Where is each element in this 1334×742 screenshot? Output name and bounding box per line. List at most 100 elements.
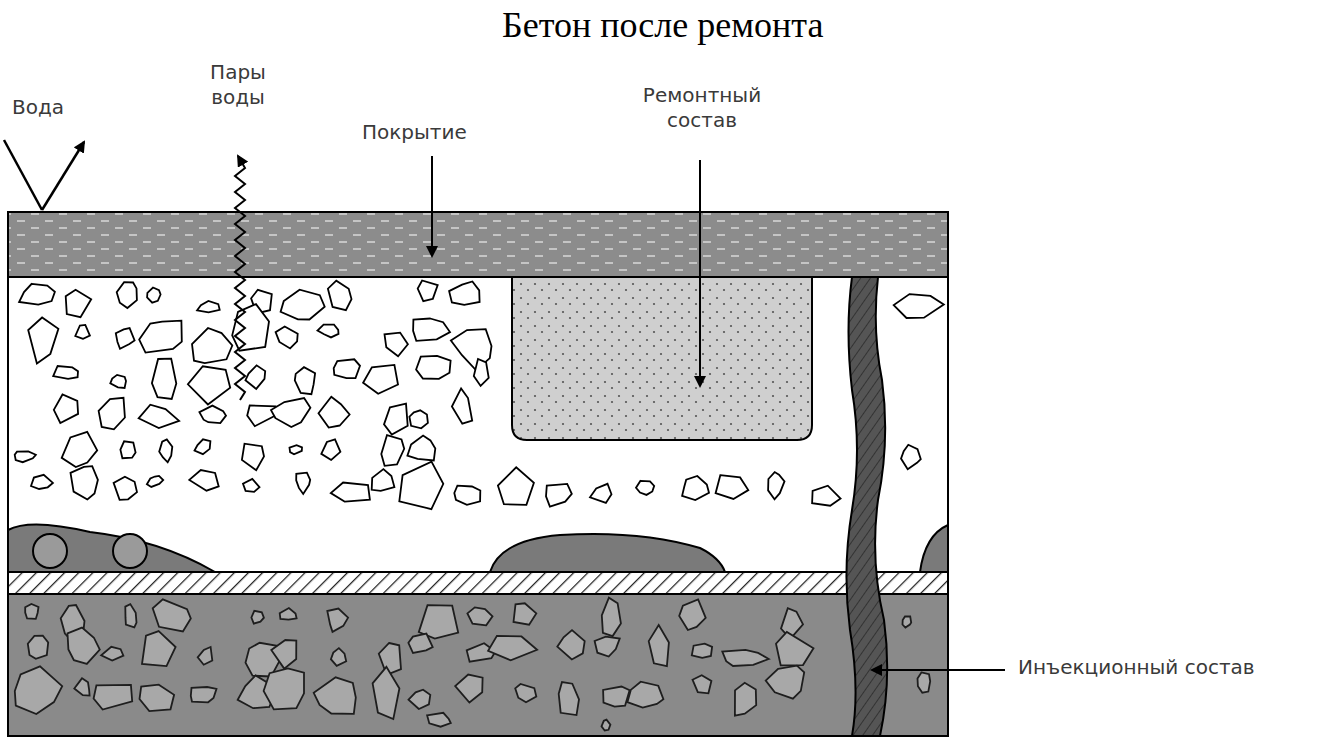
corrosion-product bbox=[8, 524, 215, 572]
aggregate-stone bbox=[54, 395, 78, 424]
water-ray bbox=[4, 140, 42, 210]
aggregate-stone bbox=[649, 625, 669, 666]
aggregate-stone bbox=[290, 445, 303, 454]
aggregate-stone bbox=[768, 472, 784, 499]
aggregate-stone bbox=[28, 318, 58, 364]
aggregate-stone bbox=[280, 608, 297, 620]
aggregate-stone bbox=[409, 410, 428, 428]
coating-layer bbox=[8, 212, 948, 277]
aggregate-stone bbox=[722, 650, 769, 666]
aggregate-stone bbox=[602, 598, 621, 636]
aggregate-stone bbox=[74, 678, 89, 695]
leader-line bbox=[431, 156, 433, 256]
aggregate-stone bbox=[407, 436, 435, 461]
aggregate-stone bbox=[152, 359, 176, 399]
aggregate-stone bbox=[242, 444, 264, 471]
aggregate-stone bbox=[454, 486, 480, 505]
aggregate-stone bbox=[515, 684, 536, 702]
aggregate-stone bbox=[373, 667, 400, 719]
aggregate-stone bbox=[679, 600, 706, 631]
aggregate-stone bbox=[384, 404, 408, 435]
aggregate-stone bbox=[692, 644, 712, 658]
aggregate-stone bbox=[328, 281, 352, 311]
aggregate-stone bbox=[243, 479, 260, 492]
aggregate-stone bbox=[603, 687, 630, 707]
aggregate-stone bbox=[114, 477, 137, 500]
rebar-section bbox=[33, 534, 67, 568]
aggregate-stone bbox=[15, 452, 36, 463]
aggregate-stone bbox=[281, 290, 325, 320]
corrosion-product bbox=[920, 525, 948, 572]
aggregate-stone bbox=[195, 439, 211, 454]
aggregate-stone bbox=[232, 304, 269, 351]
aggregate-stone bbox=[188, 366, 230, 404]
aggregate-stone bbox=[19, 284, 55, 305]
aggregate-stone bbox=[15, 666, 62, 714]
aggregate-stone bbox=[488, 636, 537, 660]
aggregate-stone bbox=[147, 476, 163, 487]
aggregate-stone bbox=[766, 666, 805, 699]
aggregate-stone bbox=[199, 406, 226, 424]
rebar-section bbox=[113, 534, 147, 568]
aggregate-stone bbox=[71, 466, 98, 499]
aggregate-stone bbox=[25, 604, 38, 619]
aggregate-stone bbox=[295, 367, 315, 394]
aggregate-stone bbox=[693, 675, 712, 693]
aggregate-stone bbox=[327, 609, 348, 632]
aggregate-stone bbox=[198, 647, 213, 665]
aggregate-stone bbox=[101, 647, 123, 661]
corrosion-product bbox=[490, 534, 725, 572]
aggregate-stone bbox=[142, 631, 176, 666]
aggregate-stone bbox=[418, 281, 438, 302]
water-label: Вода bbox=[12, 95, 64, 120]
aggregate-stone bbox=[413, 319, 450, 341]
repair-patch bbox=[512, 277, 812, 440]
aggregate-stone bbox=[116, 328, 135, 349]
aggregate-stone bbox=[590, 484, 612, 503]
injection-crack bbox=[846, 277, 887, 736]
aggregate-stone bbox=[191, 687, 217, 702]
aggregate-lower bbox=[15, 598, 930, 731]
aggregate-stone bbox=[117, 282, 137, 308]
aggregate-stone bbox=[903, 617, 912, 628]
aggregate-stone bbox=[94, 685, 133, 710]
leader-line bbox=[699, 160, 701, 386]
aggregate-stone bbox=[271, 640, 296, 669]
aggregate-stone bbox=[331, 648, 346, 666]
aggregate-stone bbox=[68, 628, 100, 664]
aggregate-stone bbox=[408, 634, 432, 653]
diagram-title: Бетон после ремонта bbox=[502, 4, 823, 47]
vapour-label: Пары воды bbox=[188, 60, 288, 110]
aggregate-stone bbox=[189, 470, 218, 491]
aggregate-stone bbox=[192, 328, 232, 363]
aggregate-stone bbox=[31, 475, 53, 489]
concrete-lower bbox=[8, 594, 948, 736]
aggregate-stone bbox=[399, 462, 443, 510]
aggregate-stone bbox=[271, 398, 310, 427]
injection-label: Инъекционный состав bbox=[1018, 655, 1255, 680]
aggregate-stone bbox=[498, 467, 534, 505]
aggregate-stone bbox=[812, 486, 841, 506]
aggregate-stone bbox=[99, 398, 125, 430]
aggregate-stone bbox=[318, 325, 339, 338]
aggregate-stone bbox=[331, 483, 370, 502]
aggregate-stone bbox=[139, 321, 182, 353]
aggregate-stone bbox=[147, 288, 161, 303]
aggregate-stone bbox=[363, 365, 398, 394]
repair-label: Ремонтный состав bbox=[612, 83, 792, 133]
aggregate-stone bbox=[557, 630, 584, 659]
aggregate-stone bbox=[319, 397, 350, 428]
aggregate-stone bbox=[381, 435, 404, 466]
rebar bbox=[8, 572, 948, 594]
aggregate-stone bbox=[110, 375, 126, 388]
aggregate-stone bbox=[627, 682, 663, 708]
aggregate-stone bbox=[153, 599, 191, 631]
vapour-path bbox=[235, 156, 245, 400]
aggregate-stone bbox=[125, 604, 136, 627]
aggregate-stone bbox=[735, 683, 756, 716]
aggregate-stone bbox=[918, 672, 931, 692]
aggregate-stone bbox=[159, 440, 172, 463]
aggregate-stone bbox=[140, 685, 175, 711]
aggregate-stone bbox=[409, 690, 431, 709]
